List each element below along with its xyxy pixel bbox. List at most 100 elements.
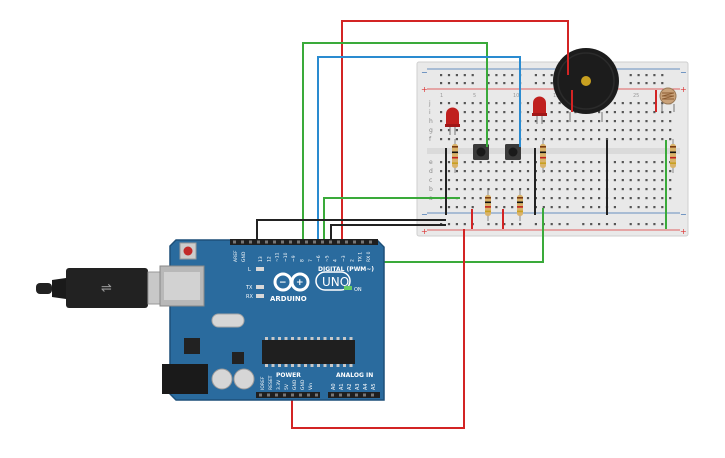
resistor-band [452,151,458,154]
rail-hole [471,74,474,77]
header-hole[interactable] [355,393,358,397]
resistor-band [540,151,546,154]
header-hole[interactable] [371,393,374,397]
header-hole[interactable] [313,240,316,244]
breadboard-hole [471,138,474,141]
header-hole[interactable] [273,240,276,244]
breadboard-hole [566,161,569,164]
resistor-band [452,162,458,164]
wire-green-button1[interactable] [302,42,488,240]
header-hole[interactable] [275,393,278,397]
header-hole[interactable] [331,393,334,397]
breadboard-hole [621,138,624,141]
breadboard-hole [487,102,490,105]
resistor-2[interactable] [485,190,491,221]
header-hole[interactable] [347,393,350,397]
breadboard-hole [598,138,601,141]
breadboard-hole [653,170,656,173]
header-hole[interactable] [353,240,356,244]
header-hole[interactable] [299,393,302,397]
rail-hole [511,223,514,226]
breadboard-hole [566,197,569,200]
header-hole[interactable] [363,393,366,397]
header-hole[interactable] [265,240,268,244]
header-hole[interactable] [339,393,342,397]
rail-hole [629,206,632,209]
red-led-1[interactable] [445,107,460,136]
rail-hole [550,223,553,226]
usb-icon: ⇌ [101,281,112,296]
breadboard-hole [629,102,632,105]
breadboard-hole [447,188,451,191]
rail-hole [519,223,522,226]
header-hole[interactable] [305,240,308,244]
wire-blue-button2[interactable] [317,56,521,240]
header-hole[interactable] [315,393,318,397]
header-hole[interactable] [241,240,244,244]
aref-label: AREF [233,250,239,262]
header-hole[interactable] [337,240,340,244]
breadboard-hole [645,120,648,123]
header-hole[interactable] [321,240,324,244]
breadboard-hole [463,138,466,141]
rail-hole [645,74,648,77]
header-hole[interactable] [267,393,270,397]
row-label-b: b [429,186,433,193]
breadboard-hole [463,161,466,164]
rail-hole [629,82,632,85]
resistor-3[interactable] [517,190,523,221]
breadboard-hole [653,129,656,132]
usb-connector-body [66,268,148,308]
header-hole[interactable] [289,240,292,244]
piezo-buzzer[interactable] [553,48,619,122]
wire-black-gnd-2[interactable] [330,224,446,240]
header-hole[interactable] [259,393,262,397]
breadboard-hole [447,161,451,164]
header-hole[interactable] [249,240,252,244]
red-led-2[interactable] [532,96,547,125]
header-hole[interactable] [329,240,332,244]
row-label-d: d [429,168,433,175]
digital-pin-label: 12 [266,256,272,262]
pushbutton-2[interactable] [505,144,521,160]
breadboard-hole [637,120,640,123]
header-hole[interactable] [369,240,372,244]
pushbutton-1[interactable] [473,144,489,160]
wire-red-buzzer[interactable] [341,20,569,240]
breadboard-hole [479,102,482,105]
breadboard-hole [582,188,585,191]
usb-b-jack-inner [164,272,200,300]
rail-hole [455,74,458,77]
header-hole[interactable] [233,240,236,244]
breadboard-hole [511,188,514,191]
header-hole[interactable] [297,240,300,244]
header-hole[interactable] [345,240,348,244]
chip-pin [284,337,288,340]
header-hole[interactable] [307,393,310,397]
wire-green-led1[interactable] [323,197,460,240]
header-hole[interactable] [281,240,284,244]
breadboard-hole [590,179,593,182]
breadboard-hole [629,161,632,164]
wire-red-5v[interactable] [291,229,465,429]
breadboard-hole [558,111,561,114]
capacitor-1 [211,368,233,390]
digital-header-label: DIGITAL (PWM~) [318,266,374,273]
header-hole[interactable] [291,393,294,397]
breadboard-hole [519,179,522,182]
bottom-header-holes [259,393,374,397]
header-hole[interactable] [283,393,286,397]
header-hole[interactable] [361,240,364,244]
breadboard-hole [463,111,466,114]
breadboard-hole [621,188,624,191]
ldr-sensor[interactable] [659,87,677,112]
header-hole[interactable] [257,240,260,244]
breadboard-hole [503,197,506,200]
resistor-4[interactable] [540,139,546,173]
resistor-5[interactable] [670,139,676,173]
wire-black-gnd[interactable] [256,219,446,240]
resistor-1[interactable] [452,139,458,173]
digital-pin-label: TX 1 [358,252,364,263]
chip-pin [330,364,333,367]
pushbutton-1-cap [476,147,486,157]
